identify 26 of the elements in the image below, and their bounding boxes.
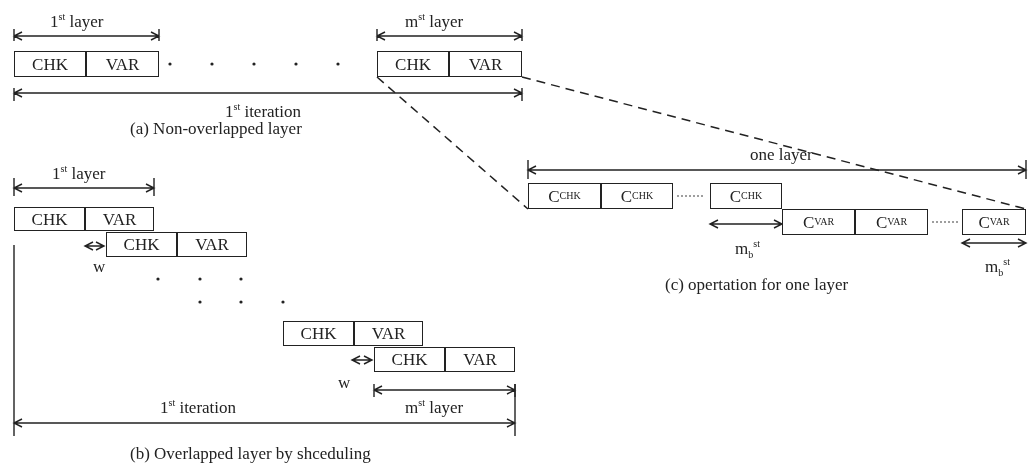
dimension-label: m$^{st}$ layer — [405, 11, 464, 32]
dimension-label: one layer — [750, 146, 813, 165]
block: VAR — [354, 321, 423, 346]
dimension-label: 1$^{st}$ layer — [50, 11, 104, 32]
block: VAR — [449, 51, 522, 77]
dimension-label: 1$^{st}$ iteration — [160, 397, 237, 418]
zoom-line — [376, 76, 529, 210]
caption: (b) Overlapped layer by shceduling — [130, 445, 371, 464]
block: VAR — [85, 207, 154, 231]
block: CHK — [14, 207, 85, 231]
gap-label: w — [338, 374, 351, 393]
zoom-line — [521, 76, 1027, 210]
block: CHK — [377, 51, 449, 77]
block: VAR — [86, 51, 159, 77]
block: CHK — [374, 347, 445, 372]
block: CHK — [106, 232, 177, 257]
caption: (c) opertation for one layer — [665, 276, 849, 295]
dimension-label: 1$^{st}$ layer — [52, 163, 106, 184]
caption: (a) Non-overlapped layer — [130, 120, 302, 139]
block: VAR — [445, 347, 515, 372]
block: CHK — [283, 321, 354, 346]
block: VAR — [177, 232, 247, 257]
dimension-label: 1$^{st}$ iteration — [225, 101, 302, 122]
block: CHK — [14, 51, 86, 77]
gap-label: w — [93, 258, 106, 277]
dimension-label: m$^{st}$ layer — [405, 397, 464, 418]
